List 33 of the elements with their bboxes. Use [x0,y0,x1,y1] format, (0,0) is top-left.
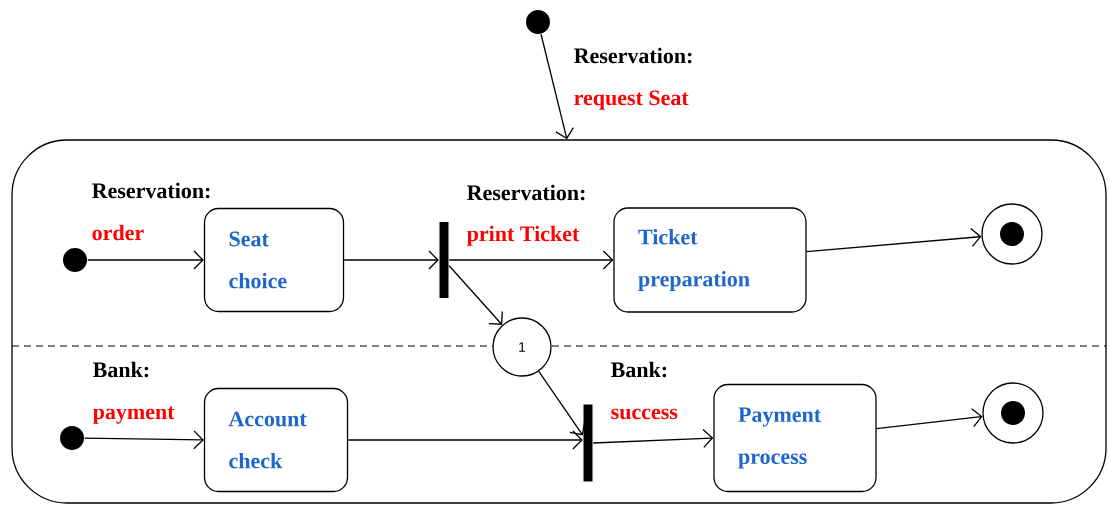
initial-state [63,248,87,272]
arrow [448,250,614,270]
edge-label: payment [92,406,175,424]
composite-state [11,139,1107,504]
state-box: Seat choice [203,207,345,313]
final-state [982,382,1044,444]
arrow [806,227,982,253]
lane-label: Bank: [611,361,667,378]
arrow [540,33,574,140]
arrow [592,428,714,449]
state-box: Payment process [713,383,877,493]
initial-state [526,10,550,34]
arrow [347,430,583,450]
lane-label: Reservation: [92,182,210,199]
lane-label: Reservation: [574,47,692,64]
state-box: Ticket preparation [613,207,807,313]
edge-label: success [611,408,678,420]
arrow [84,430,204,450]
sync-bar [583,404,593,482]
initial-state [60,426,84,450]
edge-label: request Seat [574,90,689,110]
lane-label: Bank: [93,361,149,378]
edge-label: print Ticket [466,225,580,246]
final-state [981,203,1043,265]
lane-label: Reservation: [467,184,585,201]
state-box: Account check [203,387,349,493]
arrow [448,265,503,325]
arrow [876,408,983,430]
edge-label: order [92,224,144,241]
sync-bar [439,222,449,298]
arrow [343,250,439,270]
arrow [538,370,586,436]
arrow [87,250,204,270]
